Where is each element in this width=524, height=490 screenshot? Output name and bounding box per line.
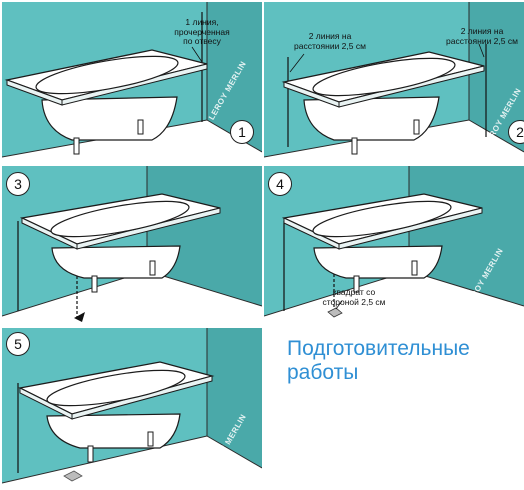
- step-panel-5: 5 LEROY MERLIN Дом для Вас!: [2, 328, 262, 488]
- note-floor-square: квадрат со стороной 2,5 см: [322, 287, 386, 307]
- logo-slogan: Дом для Вас!: [478, 152, 509, 158]
- logo-slogan: Дом для Вас!: [206, 150, 237, 156]
- step-number-4: 4: [268, 172, 292, 196]
- step-number-3: 3: [6, 172, 30, 196]
- step-panel-4: квадрат со стороной 2,5 см 4 LEROY MERLI…: [264, 166, 524, 326]
- bathtub: [281, 193, 483, 293]
- bathtub: [17, 361, 215, 463]
- floor-square-mark: [327, 307, 343, 318]
- diagram-title: Подготовительные работы: [287, 337, 470, 384]
- note-offset-line-right: 2 линия на расстоянии 2,5 см: [446, 26, 518, 46]
- step-number-2: 2: [508, 120, 524, 144]
- note-plumb-line: 1 линия, прочерченная по отвесу: [174, 17, 230, 46]
- step-panel-2: 2 линия на расстоянии 2,5 см 2 линия на …: [264, 2, 524, 162]
- bathtub-illustration-4: [264, 166, 524, 326]
- step-panel-3: 3: [2, 166, 262, 326]
- bathtub: [4, 49, 208, 155]
- logo-slogan: Дом для Вас!: [468, 314, 499, 320]
- bathtub-illustration-2: [264, 2, 524, 162]
- logo-slogan: Дом для Вас!: [206, 478, 237, 484]
- floor-mark-arrow: [74, 312, 85, 322]
- note-offset-line-left: 2 линия на расстоянии 2,5 см: [294, 31, 366, 51]
- step-number-1: 1: [230, 120, 254, 144]
- bathtub-illustration-5: [2, 328, 262, 488]
- bathtub: [19, 193, 221, 293]
- step-panel-1: 1 линия, прочерченная по отвесу 1 LEROY …: [2, 2, 262, 162]
- step-number-5: 5: [6, 332, 30, 356]
- bathtub: [281, 51, 485, 155]
- bathtub-illustration-3: [2, 166, 262, 326]
